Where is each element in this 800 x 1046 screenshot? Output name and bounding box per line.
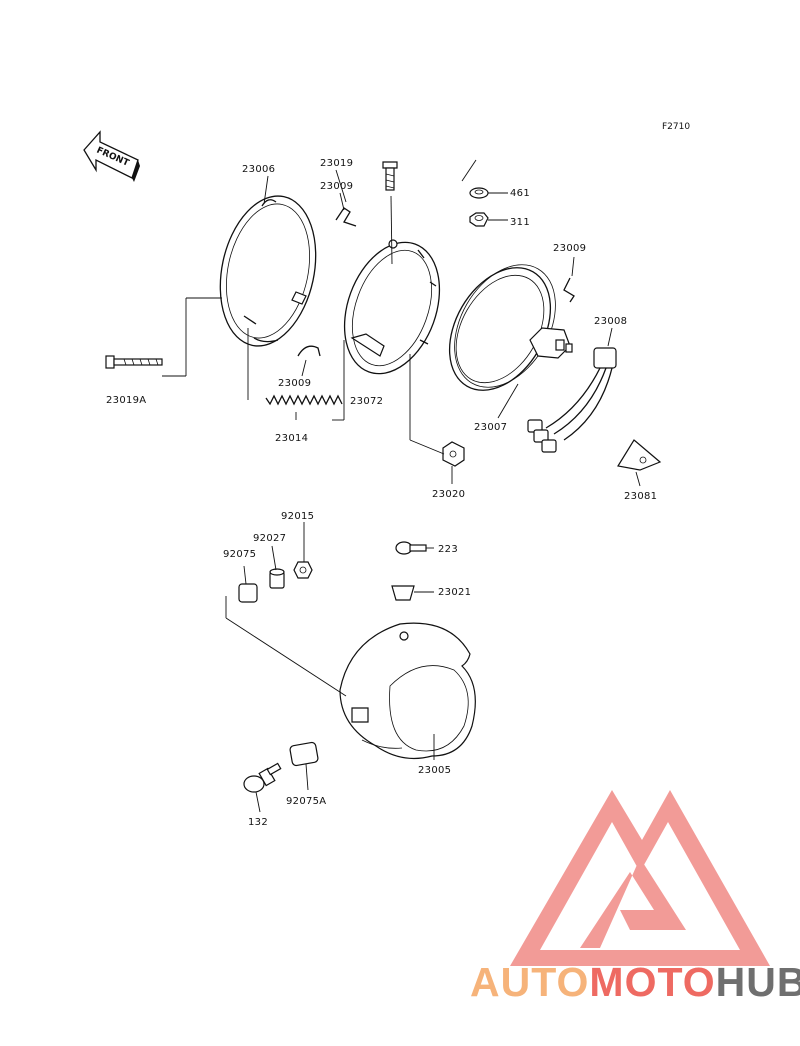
label-92075A: 92075A: [286, 796, 326, 807]
collar-92027: [269, 568, 285, 589]
headlight-rim-23006: [219, 195, 317, 347]
nut-23020: [442, 441, 465, 467]
label-23019A: 23019A: [106, 395, 146, 406]
label-23081: 23081: [624, 491, 657, 502]
label-23006: 23006: [242, 164, 275, 175]
label-92027: 92027: [253, 533, 286, 544]
label-223: 223: [438, 544, 458, 555]
grommet-23021: [391, 585, 415, 601]
nut-92015: [293, 561, 313, 579]
label-23007: 23007: [474, 422, 507, 433]
label-23020: 23020: [432, 489, 465, 500]
label-461: 461: [510, 188, 530, 199]
figure-id: F2710: [662, 122, 690, 132]
washer-461: [469, 187, 489, 199]
label-311: 311: [510, 217, 530, 228]
brand-hub: HUB: [716, 959, 800, 1005]
grommet-92075A: [289, 741, 319, 767]
mounting-ring-23072: [343, 239, 441, 375]
label-23014: 23014: [275, 433, 308, 444]
grommet-92075: [238, 583, 258, 603]
label-23009-right: 23009: [553, 243, 586, 254]
label-92015: 92015: [281, 511, 314, 522]
label-23008: 23008: [594, 316, 627, 327]
boot-23081: [617, 439, 662, 471]
clip-23009-right: [563, 277, 575, 303]
brand-auto: AUTO: [470, 959, 589, 1005]
wiring-harness-23008: [527, 347, 617, 453]
screw-223: [395, 541, 427, 555]
screw-23019: [382, 161, 398, 191]
label-132: 132: [248, 817, 268, 828]
spring-23014: [265, 394, 343, 406]
nut-311: [469, 212, 489, 227]
brand-moto: MOTO: [589, 959, 715, 1005]
brand-wordmark: AUTOMOTOHUB: [470, 959, 800, 1005]
label-23019: 23019: [320, 158, 353, 169]
label-92075: 92075: [223, 549, 256, 560]
front-arrow-icon: FRONT: [83, 130, 140, 182]
label-23009-top: 23009: [320, 181, 353, 192]
bolt-132: [243, 762, 282, 793]
label-23005: 23005: [418, 765, 451, 776]
headlight-housing-23005: [339, 622, 476, 759]
clip-23009-top: [335, 207, 357, 227]
label-23021: 23021: [438, 587, 471, 598]
label-23072: 23072: [350, 396, 383, 407]
bolt-23019A: [105, 355, 163, 369]
leader-lines: [162, 159, 641, 813]
sealed-beam-23007: [448, 264, 573, 391]
brand-logo-icon: [510, 790, 770, 966]
clip-23009-mid: [297, 345, 321, 357]
label-23009-mid: 23009: [278, 378, 311, 389]
